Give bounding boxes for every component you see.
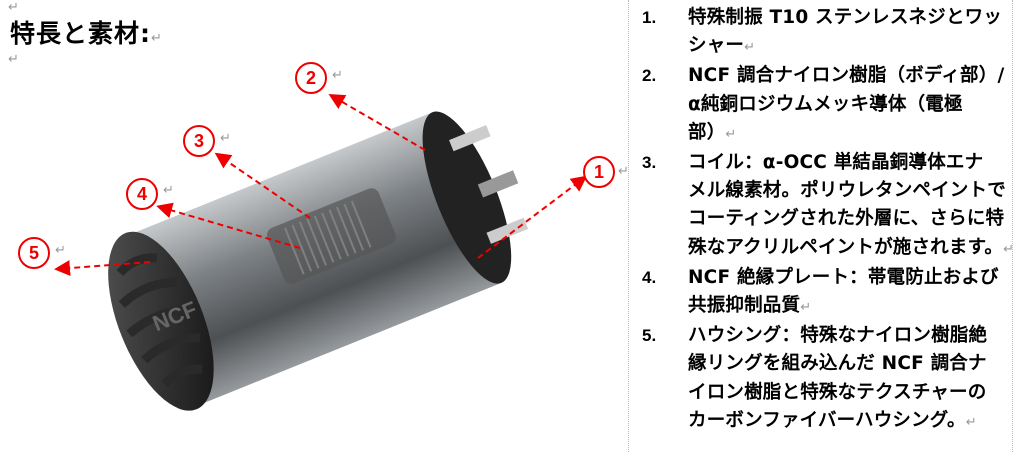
callout-1: 1	[583, 156, 615, 188]
item-text: 特殊制振 T10 ステンレスネジとワッ	[688, 7, 1003, 28]
feature-item-3: 3. コイル：α-OCC 単結晶銅導体エナ メル線素材。ポリウレタンペイントで …	[640, 149, 1020, 264]
item-text: 共振抑制品質↵	[688, 295, 812, 317]
paragraph-mark: ↵	[332, 68, 343, 83]
item-text: 殊なアクリルペイントが施されます。↵	[688, 236, 1015, 258]
item-text: 縁リングを組み込んだ NCF 調合ナ	[688, 353, 987, 375]
item-number: 5.	[642, 326, 657, 346]
callout-4: 4	[126, 178, 158, 210]
product-image: NCF	[54, 93, 588, 411]
callout-5: 5	[18, 237, 50, 269]
feature-list: 1. 特殊制振 T10 ステンレスネジとワッ シャー↵ 2. NCF 調合ナイロ…	[640, 4, 1020, 437]
item-text: メル線素材。ポリウレタンペイントで	[688, 180, 1006, 202]
callout-2: 2	[295, 62, 327, 94]
feature-item-1: 1. 特殊制振 T10 ステンレスネジとワッ シャー↵	[640, 4, 1020, 62]
item-number: 3.	[642, 153, 657, 173]
paragraph-mark: ↵	[8, 0, 19, 15]
page-title: 特長と素材:↵	[10, 19, 163, 48]
paragraph-mark: ↵	[220, 131, 231, 146]
item-text: α純銅ロジウムメッキ導体（電極	[688, 93, 963, 115]
table-cell-divider	[628, 0, 629, 452]
item-text: コイル：α-OCC 単結晶銅導体エナ	[688, 152, 984, 174]
feature-item-5: 5. ハウシング：特殊なナイロン樹脂絶 縁リングを組み込んだ NCF 調合ナ イ…	[640, 322, 1020, 437]
feature-item-4: 4. NCF 絶縁プレート：帯電防止および 共振抑制品質↵	[640, 264, 1020, 322]
item-number: 4.	[642, 267, 657, 287]
paragraph-mark: ↵	[8, 52, 19, 67]
item-text: NCF 調合ナイロン樹脂（ボディ部）/	[688, 65, 1005, 87]
paragraph-mark: ↵	[618, 164, 629, 179]
paragraph-mark: ↵	[163, 183, 174, 198]
item-text: ハウシング：特殊なナイロン樹脂絶	[688, 325, 988, 347]
plug-body: NCF	[108, 111, 529, 411]
item-text: コーティングされた外層に、さらに特	[688, 208, 1005, 230]
item-text: 部）↵	[688, 121, 737, 143]
item-text: イロン樹脂と特殊なテクスチャーの	[688, 381, 987, 403]
table-right-border	[1012, 0, 1013, 452]
item-text: NCF 絶縁プレート：帯電防止および	[688, 266, 999, 288]
item-number: 2.	[642, 66, 657, 86]
paragraph-mark: ↵	[55, 243, 66, 258]
item-number: 1.	[642, 8, 657, 27]
feature-item-2: 2. NCF 調合ナイロン樹脂（ボディ部）/ α純銅ロジウムメッキ導体（電極 部…	[640, 62, 1020, 149]
item-text: シャー↵	[688, 35, 756, 57]
item-text: カーボンファイバーハウシング。↵	[688, 409, 977, 431]
callout-3: 3	[183, 125, 215, 157]
